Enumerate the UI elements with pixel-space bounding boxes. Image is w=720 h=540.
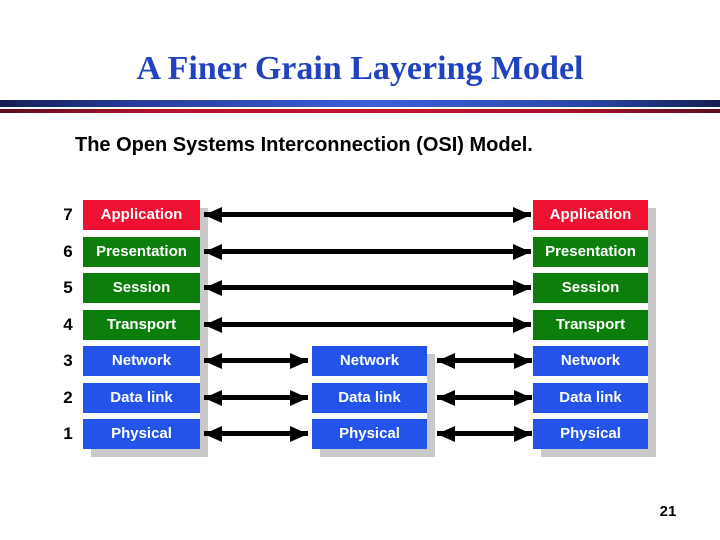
layer-number: 5 [63, 278, 73, 297]
layer-box-left: Network [83, 346, 200, 376]
layer-box-middle: Network [312, 346, 427, 376]
slide-title: A Finer Grain Layering Model [136, 50, 584, 87]
layer-number: 2 [63, 388, 73, 407]
layer-box-right: Session [533, 273, 648, 303]
layer-number: 4 [63, 315, 73, 334]
divider-red-bar [0, 109, 720, 113]
layer-box-left: Presentation [83, 237, 200, 267]
layer-box-left: Transport [83, 310, 200, 340]
double-arrow [204, 279, 531, 296]
layer-row-1: 1 Physical Physical Physical [0, 419, 720, 449]
layer-box-right: Application [533, 200, 648, 230]
layer-box-right: Data link [533, 383, 648, 413]
layer-box-left: Session [83, 273, 200, 303]
double-arrow [204, 243, 531, 260]
page-number: 21 [659, 503, 677, 520]
double-arrow [437, 352, 532, 369]
layer-number: 7 [63, 205, 73, 224]
slide-subtitle: The Open Systems Interconnection (OSI) M… [75, 134, 533, 156]
double-arrow [204, 206, 531, 223]
double-arrow [437, 389, 532, 406]
double-arrow [204, 389, 308, 406]
double-arrow [437, 425, 532, 442]
layer-row-5: 5 Session Session [0, 273, 720, 303]
layer-box-left: Physical [83, 419, 200, 449]
layer-box-middle: Physical [312, 419, 427, 449]
double-arrow [204, 316, 531, 333]
layer-row-3: 3 Network Network Network [0, 346, 720, 376]
layer-number: 6 [63, 242, 73, 261]
layer-box-left: Application [83, 200, 200, 230]
double-arrow [204, 352, 308, 369]
layer-row-7: 7 Application Application [0, 200, 720, 230]
layer-box-right: Presentation [533, 237, 648, 267]
layer-box-left: Data link [83, 383, 200, 413]
layer-box-right: Transport [533, 310, 648, 340]
layer-row-4: 4 Transport Transport [0, 310, 720, 340]
divider-blue-bar [0, 100, 720, 107]
double-arrow [204, 425, 308, 442]
layer-number: 1 [63, 424, 73, 443]
layer-row-2: 2 Data link Data link Data link [0, 383, 720, 413]
layer-row-6: 6 Presentation Presentation [0, 237, 720, 267]
layer-box-right: Network [533, 346, 648, 376]
layer-box-right: Physical [533, 419, 648, 449]
layer-box-middle: Data link [312, 383, 427, 413]
layer-number: 3 [63, 351, 73, 370]
